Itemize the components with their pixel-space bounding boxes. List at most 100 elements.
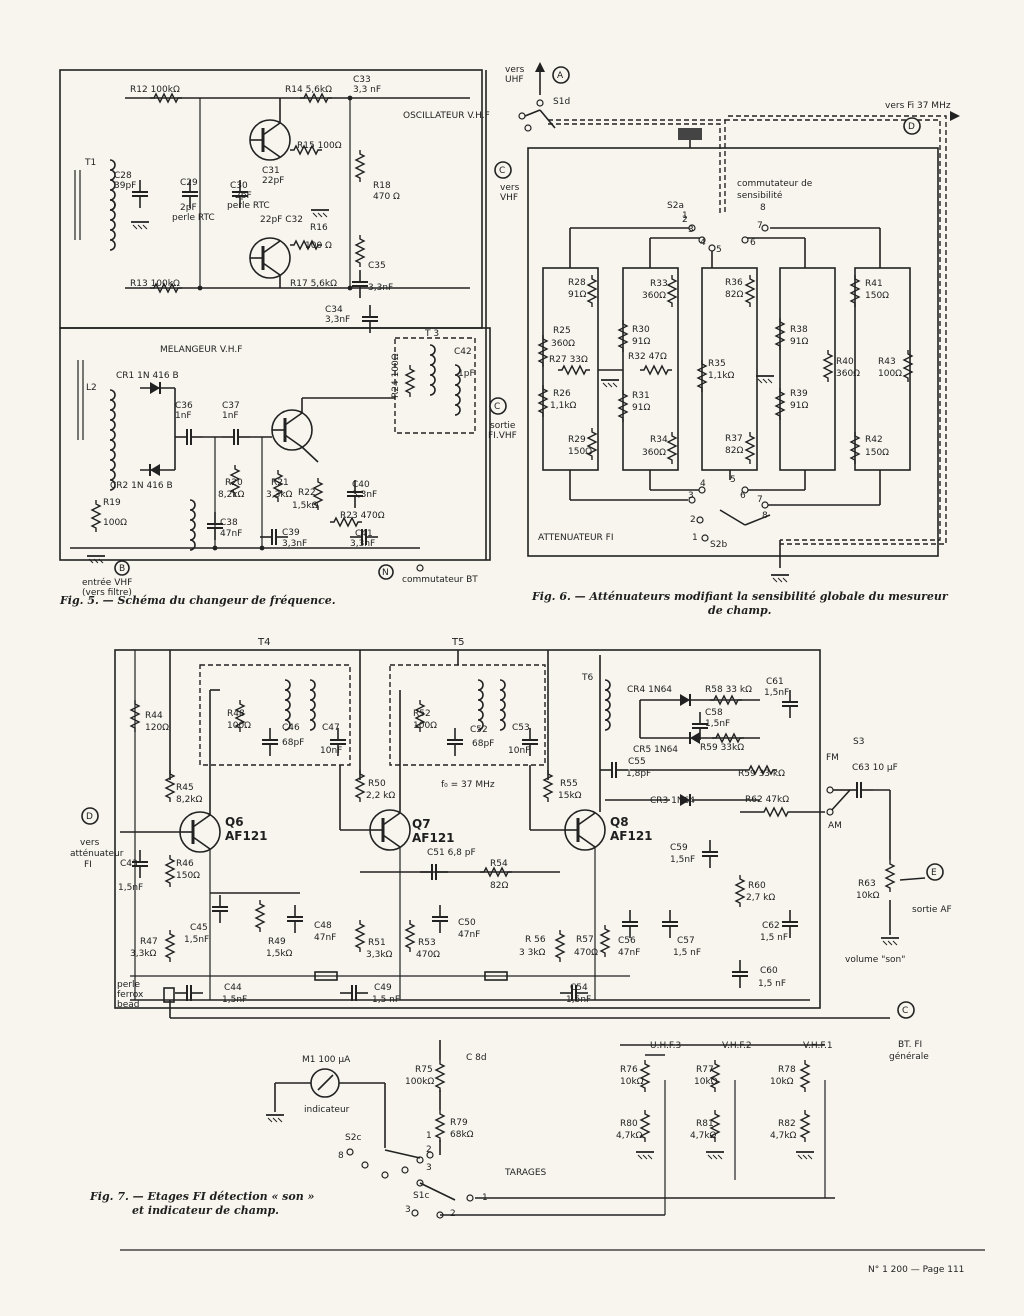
label-c59: C59 — [670, 843, 688, 853]
label-c55: C55 — [628, 757, 646, 767]
label-r16v: 100 Ω — [305, 241, 332, 251]
label-r82v: 4,7kΩ — [770, 1131, 797, 1141]
label-s2b-6: 6 — [740, 491, 746, 501]
label-c38: C38 — [220, 518, 238, 528]
label-r35: R35 — [708, 359, 726, 369]
label-c28: C28 — [114, 171, 132, 181]
label-s1c-3: 3 — [405, 1205, 411, 1215]
label-r27: R27 33Ω — [549, 355, 588, 365]
label-r14: R14 5,6kΩ — [285, 85, 332, 95]
label-c41v: 3,3nF — [350, 539, 375, 549]
label-r52v: 100Ω — [413, 721, 437, 731]
label-r54: R54 — [490, 859, 508, 869]
t4-shield — [199, 664, 351, 766]
label-s2b: S2b — [710, 540, 727, 550]
label-r48v: 100Ω — [227, 721, 251, 731]
terminal-c-fig6 — [494, 161, 512, 179]
label-s2a-8: 8 — [760, 203, 766, 213]
label-c33: C33 — [353, 75, 371, 85]
label-r30v: 91Ω — [632, 337, 650, 347]
label-r81: R81 — [696, 1119, 714, 1129]
label-c-fig7: C — [902, 1006, 908, 1016]
label-m1: M1 100 µA — [302, 1055, 351, 1065]
label-s2b-4: 4 — [700, 479, 706, 489]
label-c61v: 1,5nF — [764, 688, 789, 698]
page-footer: N° 1 200 — Page 111 — [868, 1265, 964, 1275]
label-ferrox: ferrox — [117, 990, 144, 1000]
terminal-d-fig7 — [81, 807, 99, 825]
label-r38: R38 — [790, 325, 808, 335]
label-r16: R16 — [310, 223, 328, 233]
label-r49: R49 — [268, 937, 286, 947]
label-s2a-2: 2 — [682, 215, 688, 225]
label-comm1: commutateur de — [737, 179, 813, 189]
label-c56v: 47nF — [618, 948, 640, 958]
label-sortie-af: sortie AF — [912, 905, 952, 915]
label-c54: C54 — [570, 983, 588, 993]
label-r50v: 2,2 kΩ — [366, 791, 395, 801]
label-r50: R50 — [368, 779, 386, 789]
label-s2c-3: 3 — [426, 1163, 432, 1173]
label-r22v: 1,5kΩ — [292, 501, 319, 511]
label-r47: R47 — [140, 937, 158, 947]
label-r31: R31 — [632, 391, 650, 401]
label-r51v: 3,3kΩ — [366, 950, 393, 960]
label-r55: R55 — [560, 779, 578, 789]
terminal-b — [114, 560, 130, 576]
label-s2c: S2c — [345, 1133, 361, 1143]
label-entree2: (vers filtre) — [82, 588, 132, 598]
label-s1c-2: 2 — [450, 1209, 456, 1219]
label-c54v: 1,5nF — [566, 995, 591, 1005]
label-c59v: 1,5nF — [670, 855, 695, 865]
label-d-fig7: D — [86, 812, 93, 822]
label-c55v: 1,8pF — [626, 769, 651, 779]
label-sortie2: FI.VHF — [488, 431, 517, 441]
label-c53: C53 — [512, 723, 530, 733]
label-e: E — [931, 868, 937, 878]
label-r40v: 360Ω — [836, 369, 860, 379]
label-r55v: 15kΩ — [558, 791, 582, 801]
label-s2b-7: 7 — [757, 495, 763, 505]
label-indicateur: indicateur — [304, 1105, 350, 1115]
label-c50v: 47nF — [458, 930, 480, 940]
label-c57v: 1,5 nF — [673, 948, 701, 958]
label-r40: R40 — [836, 357, 854, 367]
label-r81v: 4,7kΩ — [690, 1131, 717, 1141]
label-r47v: 3,3kΩ — [130, 949, 157, 959]
label-c57: C57 — [677, 936, 695, 946]
label-t4: T4 — [257, 637, 270, 648]
terminal-d-fig6 — [903, 117, 921, 135]
label-vhf1: V.H.F.1 — [803, 1041, 833, 1051]
label-r53: R53 — [418, 938, 436, 948]
label-c-fig6: C — [499, 166, 505, 176]
label-vers-vhf: vers — [500, 183, 520, 193]
label-c45: C45 — [190, 923, 208, 933]
label-c34v: 3,3nF — [325, 315, 350, 325]
label-r41v: 150Ω — [865, 291, 889, 301]
label-r17: R17 5,6kΩ — [290, 279, 337, 289]
label-c56: C56 — [618, 936, 636, 946]
label-r60: R60 — [748, 881, 766, 891]
fig6-caption-2: de champ. — [708, 604, 772, 617]
label-c48: C48 — [314, 921, 332, 931]
label-s2b-2: 2 — [690, 515, 696, 525]
label-q8: Q8 — [610, 815, 629, 829]
label-q7-type: AF121 — [412, 831, 455, 845]
label-r80v: 4,7kΩ — [616, 1131, 643, 1141]
label-d-fig6: D — [908, 122, 915, 132]
label-r43v: 100Ω — [878, 369, 902, 379]
label-cr1: CR1 1N 416 B — [116, 371, 179, 381]
label-c33v: 3,3 nF — [353, 85, 381, 95]
label-vers-att2: atténuateur — [70, 848, 124, 859]
label-s2a-3: 3 — [688, 225, 694, 235]
label-perle2: perle RTC — [227, 201, 270, 211]
label-r48: R48 — [227, 709, 245, 719]
label-q7: Q7 — [412, 817, 431, 831]
label-c43v: 1,5nF — [118, 883, 143, 893]
label-r46v: 150Ω — [176, 871, 200, 881]
label-r75v: 100kΩ — [405, 1077, 434, 1087]
label-perle: perle — [117, 980, 140, 990]
label-a: A — [557, 71, 564, 81]
label-s2b-1: 1 — [692, 533, 698, 543]
